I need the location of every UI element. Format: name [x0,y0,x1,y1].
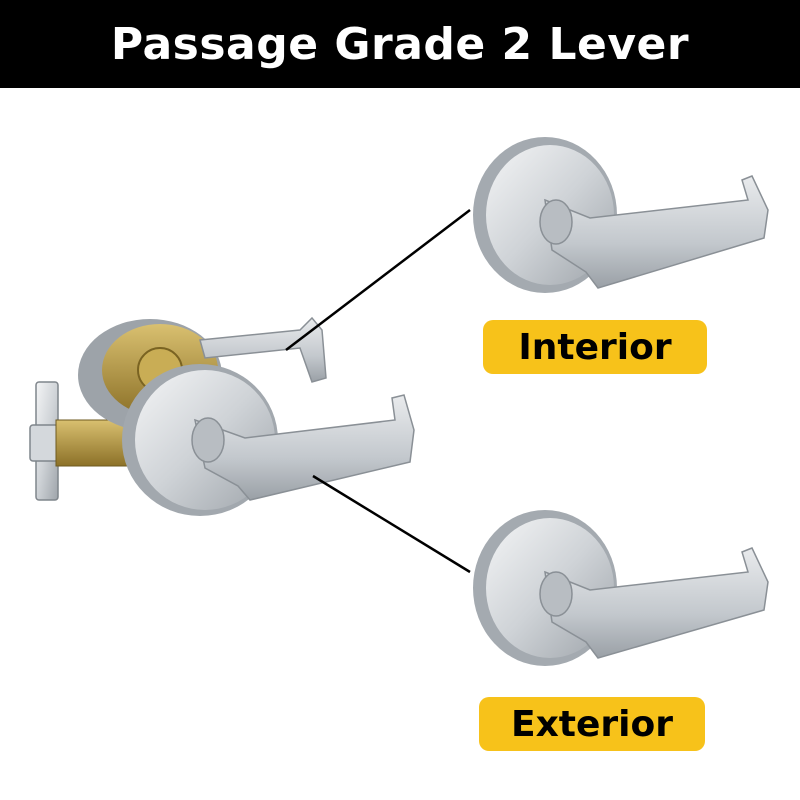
door-lever-assembly-icon [29,316,415,516]
header-bar: Passage Grade 2 Lever [0,0,800,88]
exterior-label: Exterior [479,697,705,751]
exterior-lever-icon [473,510,769,666]
interior-label: Interior [483,320,707,374]
interior-lever-icon [473,137,769,293]
connector-exterior [312,474,471,574]
interior-label-text: Interior [518,326,672,368]
connector-interior [285,209,471,351]
page-title: Passage Grade 2 Lever [110,18,690,70]
exterior-label-text: Exterior [510,703,674,745]
